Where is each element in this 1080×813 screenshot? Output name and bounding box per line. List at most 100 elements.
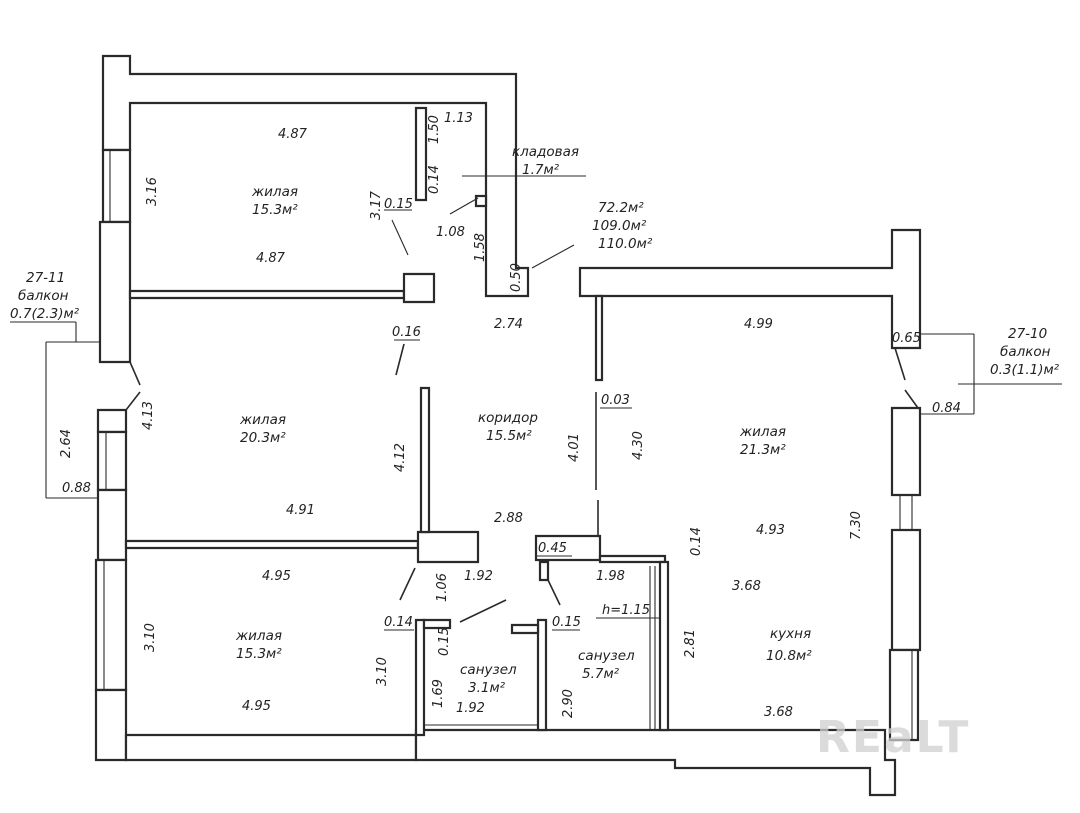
wall-right-1	[890, 406, 922, 497]
dimension-label: 0.16	[392, 325, 421, 340]
dimension-label: 0.14	[427, 165, 442, 194]
dimension-label: h=1.15	[602, 603, 650, 618]
wall-right-3	[888, 648, 920, 742]
wall-closet-stub	[414, 106, 428, 202]
dimension-label: 3.68	[732, 579, 761, 594]
wall-left-7	[94, 688, 128, 762]
dimension-label: 4.01	[567, 433, 582, 462]
wall-left-5	[96, 488, 128, 562]
room-2-area: 20.3м²	[240, 430, 286, 446]
walls	[94, 54, 922, 797]
dimension-label: 1.50	[427, 115, 442, 144]
room-closet-name: кладовая	[512, 144, 579, 160]
partition-bath-top	[422, 618, 452, 630]
room-4-name: жилая	[739, 424, 786, 440]
room-1-name: жилая	[251, 184, 298, 200]
dimension-label: 0.15	[437, 627, 452, 656]
dimension-label: 0.14	[689, 527, 704, 556]
dimension-label: 3.10	[375, 657, 390, 686]
dimension-label: 0.15	[552, 615, 581, 630]
room-3-area: 15.3м²	[236, 646, 282, 662]
partition-corridor-left	[419, 386, 431, 534]
summary-area-total: 109.0м²	[592, 218, 647, 234]
dimension-label: 2.88	[494, 511, 523, 526]
dimension-label: 2.74	[494, 317, 523, 332]
wall-left-6	[94, 558, 128, 692]
dimension-label: 2.64	[59, 429, 74, 458]
summary-area-total-balconies: 110.0м²	[598, 236, 653, 252]
dimension-label: 0.03	[601, 393, 630, 408]
dimension-label: 4.12	[393, 443, 408, 472]
dimension-label: 0.50	[509, 263, 524, 292]
partition-kitchen	[598, 554, 667, 564]
wall-left-3	[96, 408, 128, 434]
dimension-labels: 4.87 3.16 3.17 4.87 1.13 1.50 0.14 0.15 …	[59, 111, 961, 720]
dimension-label: 0.45	[538, 541, 567, 556]
balcony-1-name: балкон	[18, 288, 69, 304]
dimension-label: 1.06	[435, 573, 450, 602]
dimension-label: 2.81	[683, 629, 698, 658]
summary-area-living: 72.2м²	[598, 200, 644, 216]
dimension-label: 7.30	[849, 511, 864, 540]
dimension-label: 4.99	[744, 317, 773, 332]
dimension-label: 0.65	[892, 331, 921, 346]
room-corridor-name: коридор	[478, 410, 538, 426]
room-closet-area: 1.7м²	[522, 162, 560, 178]
pillar-lower	[416, 530, 480, 564]
room-labels: жилая 15.3м² жилая 20.3м² жилая 15.3м² ж…	[235, 144, 812, 696]
balcony-labels: 27-11 балкон 0.7(2.3)м² 27-10 балкон 0.3…	[10, 270, 1060, 378]
partition-bath-step	[538, 560, 550, 582]
dimension-label: 2.90	[561, 689, 576, 718]
balcony-1-area: 0.7(2.3)м²	[10, 306, 80, 322]
dimension-label: 1.69	[431, 679, 446, 708]
room-1-area: 15.3м²	[252, 202, 298, 218]
dimension-label: 3.16	[145, 177, 160, 206]
dimension-label: 4.30	[631, 431, 646, 460]
balcony-2-area: 0.3(1.1)м²	[990, 362, 1060, 378]
dimension-label: 1.13	[444, 111, 473, 126]
partition-bath-top2	[510, 623, 540, 635]
room-corridor-area: 15.5м²	[486, 428, 532, 444]
wall-left-4	[96, 430, 128, 492]
partition-lower	[124, 539, 420, 550]
dimension-label: 1.98	[596, 569, 625, 584]
balcony-2-name: балкон	[1000, 344, 1051, 360]
dimension-label: 4.93	[756, 523, 785, 538]
dimension-label: 0.15	[384, 197, 413, 212]
dimension-label: 4.13	[141, 401, 156, 430]
room-3-name: жилая	[235, 628, 282, 644]
room-4-area: 21.3м²	[740, 442, 786, 458]
dimension-label: 0.14	[384, 615, 413, 630]
room-bath-2-area: 5.7м²	[582, 666, 620, 682]
partition-upper	[128, 289, 406, 300]
dimension-label: 1.92	[456, 701, 485, 716]
dimension-label: 4.95	[262, 569, 291, 584]
dimension-label: 4.91	[286, 503, 315, 518]
watermark-logo: REaLT	[816, 712, 970, 763]
dimension-label: 0.84	[932, 401, 961, 416]
dimension-label: 3.10	[143, 623, 158, 652]
wall-bottom-right	[414, 728, 897, 797]
partition-bath-right	[658, 560, 670, 732]
wall-left-1	[101, 148, 132, 224]
room-kitchen-name: кухня	[770, 626, 811, 642]
dimension-label: 4.95	[242, 699, 271, 714]
wall-right-top	[578, 228, 922, 350]
dimension-label: 4.87	[278, 127, 308, 142]
dimension-label: 3.17	[369, 190, 384, 220]
dimension-label: 1.08	[436, 225, 465, 240]
room-bath-1-name: санузел	[460, 662, 517, 678]
room-bath-1-area: 3.1м²	[468, 680, 506, 696]
partition-bath-mid	[536, 618, 548, 732]
wall-right-2	[890, 528, 922, 652]
partition-corridor-right	[594, 294, 604, 382]
dimension-label: 4.87	[256, 251, 286, 266]
dimension-label: 1.92	[464, 569, 493, 584]
wall-bottom	[124, 733, 418, 762]
balcony-2-id: 27-10	[1008, 326, 1047, 342]
dimension-label: 3.68	[764, 705, 793, 720]
room-kitchen-area: 10.8м²	[766, 648, 812, 664]
room-bath-2-name: санузел	[578, 648, 635, 664]
balcony-1-id: 27-11	[26, 270, 65, 286]
